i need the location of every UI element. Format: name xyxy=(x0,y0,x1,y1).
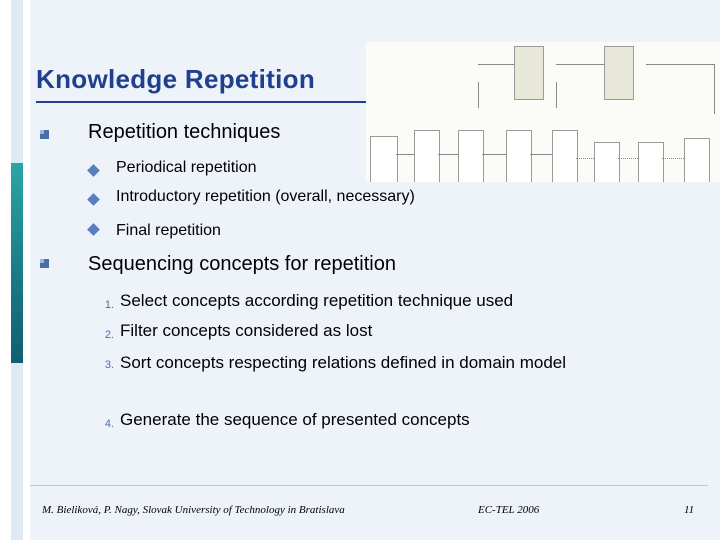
page-title: Knowledge Repetition xyxy=(36,64,315,94)
bullet-marker-level2-2 xyxy=(87,193,100,206)
diagram-connector-2 xyxy=(556,64,604,65)
diagram-connector-10 xyxy=(530,154,552,155)
bullet-marker-level2-1 xyxy=(87,164,100,177)
diagram-connector-7 xyxy=(396,154,414,155)
section1-item-3: Final repetition xyxy=(116,222,221,239)
footer-conference: EC-TEL 2006 xyxy=(478,504,540,516)
diagram-connector-dotted-1 xyxy=(576,158,594,159)
list-number-4: 4. xyxy=(104,418,114,430)
diagram-connector-8 xyxy=(438,154,458,155)
diagram-node-1 xyxy=(370,136,398,182)
diagram-connector-dotted-3 xyxy=(662,158,684,159)
left-inner-strip xyxy=(23,0,30,540)
diagram-node-filled-1 xyxy=(514,46,544,100)
diagram-connector-dotted-2 xyxy=(618,158,638,159)
diagram-connector-6 xyxy=(556,82,557,108)
footer-divider xyxy=(30,485,708,486)
diagram-connector-1 xyxy=(478,64,514,65)
section2-item-2: Filter concepts considered as lost xyxy=(120,321,373,340)
left-accent-bar xyxy=(11,163,23,363)
footer-attribution: M. Bieliková, P. Nagy, Slovak University… xyxy=(42,504,345,516)
diagram-connector-9 xyxy=(482,154,506,155)
diagram-node-7 xyxy=(638,142,664,182)
diagram-node-4 xyxy=(506,130,532,182)
diagram-node-6 xyxy=(594,142,620,182)
list-number-3: 3. xyxy=(104,359,114,371)
diagram-node-5 xyxy=(552,130,578,182)
footer-page-number: 11 xyxy=(684,504,695,516)
section-heading-2: Sequencing concepts for repetition xyxy=(88,253,396,275)
diagram-connector-3 xyxy=(646,64,714,65)
title-underline xyxy=(36,101,366,103)
left-white-strip xyxy=(0,0,11,540)
bullet-marker-level2-3 xyxy=(87,223,100,236)
section2-item-3: Sort concepts respecting relations defin… xyxy=(120,353,567,372)
diagram-node-filled-2 xyxy=(604,46,634,100)
diagram-connector-5 xyxy=(478,82,479,108)
diagram-node-2 xyxy=(414,130,440,182)
left-bar-top xyxy=(11,0,23,163)
list-number-1: 1. xyxy=(104,299,114,311)
diagram-connector-4 xyxy=(714,64,715,114)
section2-item-4: Generate the sequence of presented conce… xyxy=(120,410,470,429)
section1-item-2: Introductory repetition (overall, necess… xyxy=(116,188,415,205)
left-bar-bottom xyxy=(11,363,23,540)
section2-item-1: Select concepts according repetition tec… xyxy=(120,291,514,310)
flowchart-diagram xyxy=(366,42,720,182)
section-heading-1: Repetition techniques xyxy=(88,121,281,143)
diagram-node-3 xyxy=(458,130,484,182)
section1-item-1: Periodical repetition xyxy=(116,159,257,176)
diagram-node-8 xyxy=(684,138,710,182)
bullet-marker-level1-2 xyxy=(40,259,49,268)
bullet-marker-level1-1 xyxy=(40,130,49,139)
list-number-2: 2. xyxy=(104,329,114,341)
